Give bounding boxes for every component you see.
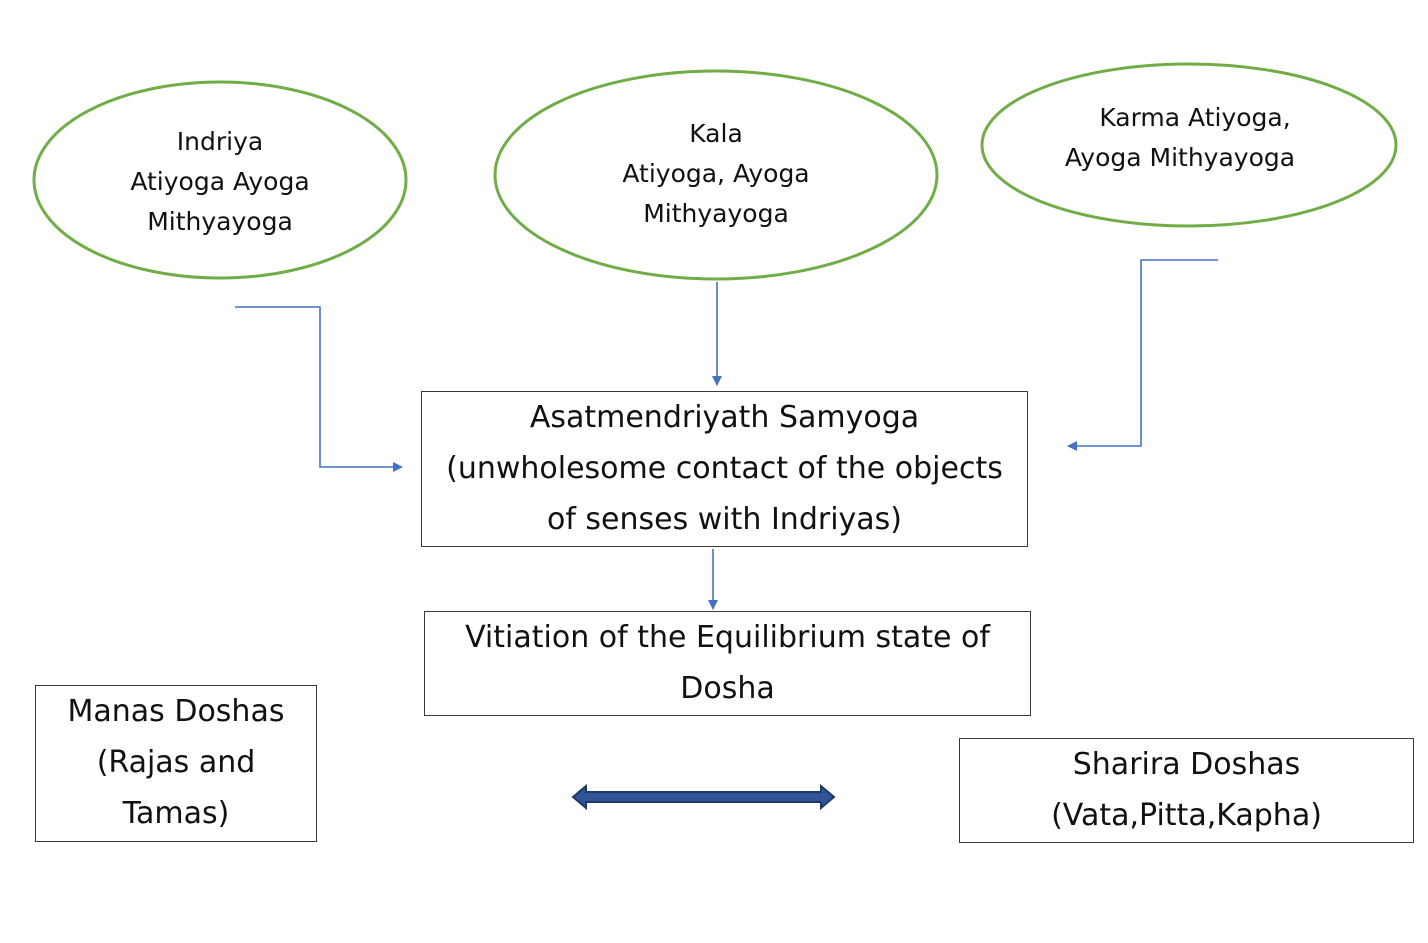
kala-ellipse-line-1: Kala — [689, 119, 743, 148]
karma-ellipse-line-2: Ayoga Mithyayoga — [1064, 143, 1296, 172]
kala-ellipse-label: Kala Atiyoga, Ayoga Mithyayoga — [566, 114, 866, 234]
indriya-ellipse-line-3: Mithyayoga — [147, 207, 293, 236]
asatmendriyath-line-1: Asatmendriyath Samyoga — [529, 400, 920, 435]
indriya-ellipse-line-1: Indriya — [176, 127, 264, 156]
indriya-to-asatmendriyath-connector — [235, 306, 403, 472]
karma-ellipse — [980, 62, 1398, 228]
manas-doshas-line-2: (Rajas and — [96, 745, 256, 780]
asatmendriyath-box: Asatmendriyath Samyoga (unwholesome cont… — [421, 391, 1028, 547]
kala-ellipse — [493, 69, 939, 281]
manas-doshas-box: Manas Doshas (Rajas and Tamas) — [35, 685, 317, 842]
karma-ellipse-line-1: Karma Atiyoga, — [1099, 103, 1291, 132]
sharira-doshas-line-2: (Vata,Pitta,Kapha) — [1051, 798, 1322, 833]
indriya-ellipse-label: Indriya Atiyoga Ayoga Mithyayoga — [70, 122, 370, 242]
kala-ellipse-line-3: Mithyayoga — [643, 199, 789, 228]
vitiation-line-2: Dosha — [680, 671, 775, 706]
kala-ellipse-line-2: Atiyoga, Ayoga — [622, 159, 810, 188]
vitiation-box: Vitiation of the Equilibrium state of Do… — [424, 611, 1031, 716]
sharira-doshas-box: Sharira Doshas (Vata,Pitta,Kapha) — [959, 738, 1414, 843]
manas-doshas-line-1: Manas Doshas — [67, 694, 285, 729]
manas-sharira-double-arrow — [571, 783, 836, 811]
indriya-ellipse-line-2: Atiyoga Ayoga — [130, 167, 310, 196]
karma-ellipse-label: Karma Atiyoga, Ayoga Mithyayoga — [1030, 98, 1330, 178]
indriya-ellipse — [32, 80, 408, 280]
manas-doshas-line-3: Tamas) — [122, 796, 230, 831]
vitiation-line-1: Vitiation of the Equilibrium state of — [465, 620, 990, 655]
karma-to-asatmendriyath-connector — [1067, 259, 1218, 451]
asatmendriyath-line-2: (unwholesome contact of the objects — [446, 451, 1003, 486]
asatmendriyath-line-3: of senses with Indriyas) — [546, 502, 903, 537]
sharira-doshas-line-1: Sharira Doshas — [1072, 747, 1301, 782]
